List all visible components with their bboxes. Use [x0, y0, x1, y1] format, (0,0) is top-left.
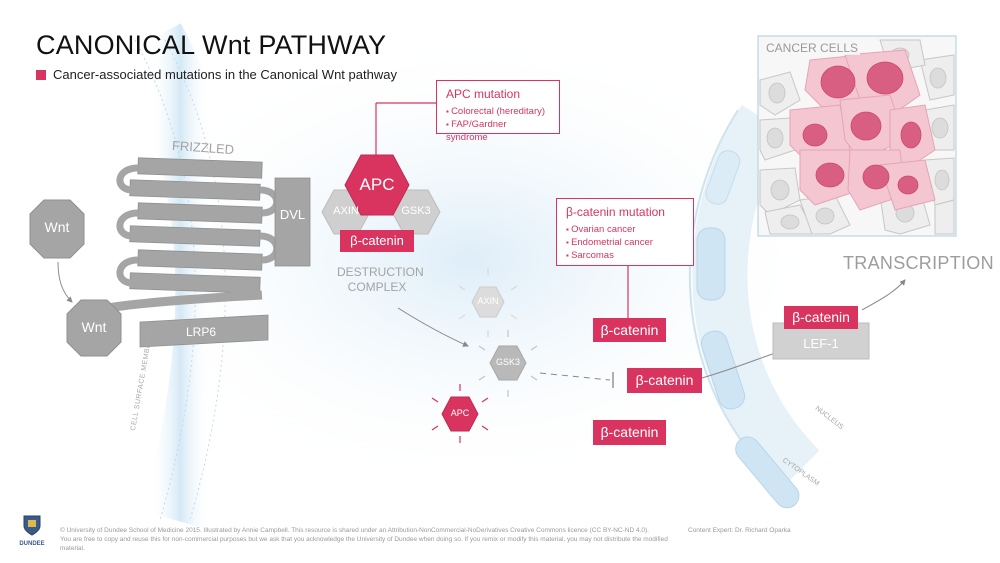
axin-label: AXIN: [333, 205, 359, 217]
cancer-cells-panel: [757, 35, 957, 237]
apc-free-label: APC: [450, 408, 470, 418]
axin-free-label: AXIN: [477, 296, 499, 306]
legend: Cancer-associated mutations in the Canon…: [36, 67, 397, 82]
logo-text: DUNDEE: [19, 541, 45, 547]
wnt-binding-arrow: [57, 261, 73, 303]
cancer-cells-label: CANCER CELLS: [764, 41, 861, 55]
transcription-label: TRANSCRIPTION: [843, 253, 994, 273]
bcat-mutation-heading: β-catenin mutation: [566, 205, 665, 219]
lrp6-coreceptor: [139, 314, 269, 348]
apc-free-burst: [431, 384, 489, 443]
bcat-mutation-item: Ovarian cancer: [566, 223, 684, 236]
apc-hexagon: [344, 154, 410, 216]
bcat-mutation-box: β-catenin mutation Ovarian cancer Endome…: [556, 198, 694, 266]
transcription-arrow: [861, 279, 906, 311]
bcat-box-2: β-catenin: [627, 368, 702, 393]
nuclear-translocation-arrow: [701, 350, 779, 379]
lrp6-label: LRP6: [186, 325, 217, 339]
footer-copyright: © University of Dundee School of Medicin…: [60, 526, 680, 553]
footer-expert: Content Expert: Dr. Richard Oparka: [688, 527, 791, 534]
nuclear-pore-segment: [705, 150, 741, 205]
bcat-box-1: β-catenin: [593, 318, 666, 342]
bcat-mutation-item: Sarcomas: [566, 249, 684, 262]
legend-text: Cancer-associated mutations in the Canon…: [53, 67, 397, 82]
apc-mutation-box: APC mutation Colorectal (hereditary) FAP…: [436, 80, 560, 143]
nuclear-pore-segment: [696, 227, 726, 301]
wnt-free-label: Wnt: [44, 219, 70, 235]
dvl-protein: [274, 177, 311, 267]
footer-line2: You are free to copy and reuse this for …: [60, 536, 668, 552]
page-title: CANONICAL Wnt PATHWAY: [36, 30, 387, 60]
nuclear-pore-segment: [700, 330, 746, 410]
membrane-line-inner: [164, 39, 226, 521]
destruction-line2: COMPLEX: [347, 280, 407, 294]
wnt-bound-label: Wnt: [81, 319, 107, 335]
bcat-complex-box: β-catenin: [340, 230, 414, 252]
apc-mutation-heading: APC mutation: [446, 87, 521, 101]
crest-icon: [23, 515, 41, 536]
bcat-nuclear-box: β-catenin: [784, 306, 858, 329]
membrane-line-outer: [134, 39, 196, 521]
apc-mutation-item: FAP/Gardner syndrome: [446, 118, 550, 144]
destruction-line1: DESTRUCTION: [337, 265, 424, 279]
dvl-label: DVL: [279, 207, 306, 222]
lef1-box: [772, 322, 870, 360]
gsk3-free-label: GSK3: [495, 357, 520, 367]
gsk3-label: GSK3: [401, 205, 431, 217]
legend-swatch: [36, 69, 46, 80]
apc-mutation-item: Colorectal (hereditary): [446, 105, 550, 118]
apc-label: APC: [359, 175, 395, 194]
gsk3-free-burst: [478, 330, 538, 397]
lef1-label: LEF-1: [803, 336, 839, 351]
bcat-mutation-item: Endometrial cancer: [566, 236, 684, 249]
axin-free-burst: [458, 268, 518, 337]
destruction-complex-label: DESTRUCTION COMPLEX: [337, 265, 424, 295]
destruction-dissociation-arrow: [397, 307, 469, 347]
university-logo: DUNDEE: [14, 514, 50, 547]
footer-line1: © University of Dundee School of Medicin…: [60, 527, 649, 534]
bcat-box-3: β-catenin: [593, 420, 666, 445]
nuclear-pore-segment: [735, 436, 800, 509]
wnt-bound-octagon: [66, 299, 122, 357]
wnt-free-octagon: [29, 199, 85, 259]
inhibition-line: [539, 372, 611, 381]
frizzled-receptor: [129, 157, 263, 294]
